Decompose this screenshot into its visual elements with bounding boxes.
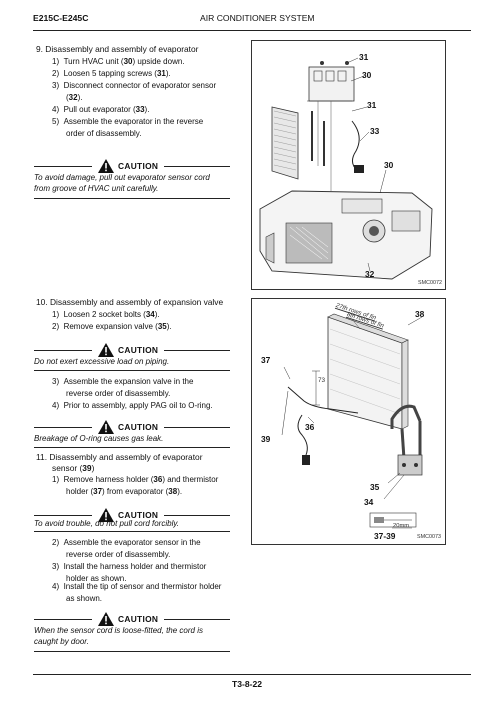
step11-sub2-cont: reverse order of disassembly. bbox=[66, 550, 171, 559]
step9-sub1: 1) Turn HVAC unit (30) upside down. bbox=[52, 57, 185, 66]
dimension-73: 73 bbox=[318, 377, 326, 384]
header-model: E215C-E245C bbox=[33, 13, 89, 23]
step10-caution1-header: CAUTION bbox=[34, 343, 230, 357]
callout-36: 36 bbox=[305, 422, 315, 432]
step9-sub3: 3) Disconnect connector of evaporator se… bbox=[52, 81, 217, 90]
callout-33: 33 bbox=[370, 126, 380, 136]
warning-icon bbox=[98, 612, 114, 626]
caution-label: CAUTION bbox=[118, 161, 159, 171]
callout-37: 37 bbox=[261, 355, 271, 365]
step10-caution2-header: CAUTION bbox=[34, 420, 230, 434]
step10-caution1-rule bbox=[34, 370, 230, 371]
caution-label: CAUTION bbox=[118, 614, 159, 624]
figure1-code: SMC0072 bbox=[418, 280, 442, 286]
step11-caution1-text: To avoid trouble, do not pull cord forci… bbox=[34, 519, 179, 528]
step10-sub3-cont: reverse order of disassembly. bbox=[66, 389, 171, 398]
step11-caution1-header: CAUTION bbox=[34, 508, 230, 522]
step9-sub3-cont: (32). bbox=[66, 93, 83, 102]
footer-rule bbox=[33, 674, 471, 675]
step11-title-cont: sensor (39) bbox=[52, 463, 95, 473]
step9-title: 9. Disassembly and assembly of evaporato… bbox=[36, 44, 199, 54]
step9-sub4: 4) Pull out evaporator (33). bbox=[52, 105, 150, 114]
step11-sub3-cont: holder as shown. bbox=[66, 574, 127, 583]
caution-label: CAUTION bbox=[118, 422, 159, 432]
step11-sub2: 2) Assemble the evaporator sensor in the bbox=[52, 538, 201, 547]
figure-expansion-valve-sensor: 27th rows of fin 8th rows of fin 73 20mm… bbox=[251, 298, 446, 545]
step10-caution2-text: Breakage of O-ring causes gas leak. bbox=[34, 434, 164, 443]
step11-sub1: 1) Remove harness holder (36) and thermi… bbox=[52, 475, 219, 484]
callout-37-39: 37-39 bbox=[374, 531, 396, 541]
callout-32: 32 bbox=[365, 269, 375, 279]
step10-sub2: 2) Remove expansion valve (35). bbox=[52, 322, 172, 331]
step10-sub1: 1) Loosen 2 socket bolts (34). bbox=[52, 310, 160, 319]
step10-title: 10. Disassembly and assembly of expansio… bbox=[36, 297, 224, 307]
warning-icon bbox=[98, 508, 114, 522]
warning-icon bbox=[98, 159, 114, 173]
step10-sub4: 4) Prior to assembly, apply PAG oil to O… bbox=[52, 401, 213, 410]
step9-caution-text-2: from groove of HVAC unit carefully. bbox=[34, 184, 159, 193]
step9-caution-header: CAUTION bbox=[34, 159, 230, 173]
step9-caution-text-1: To avoid damage, pull out evaporator sen… bbox=[34, 173, 210, 182]
header-section-title: AIR CONDITIONER SYSTEM bbox=[200, 13, 315, 23]
callout-38: 38 bbox=[415, 309, 425, 319]
step11-caution1-rule bbox=[34, 531, 230, 532]
sensor-illustration bbox=[281, 313, 423, 529]
step10-sub3: 3) Assemble the expansion valve in the bbox=[52, 377, 194, 386]
step10-caution1-text: Do not exert excessive load on piping. bbox=[34, 357, 170, 366]
callout-35: 35 bbox=[370, 482, 380, 492]
callout-31-mid: 31 bbox=[367, 100, 377, 110]
evaporator-illustration bbox=[259, 57, 433, 280]
header-rule bbox=[33, 30, 471, 31]
step11-caution2-text-1: When the sensor cord is loose-fitted, th… bbox=[34, 626, 203, 635]
caution-label: CAUTION bbox=[118, 345, 159, 355]
figure-evaporator: 31 30 31 33 30 32 SMC0072 bbox=[251, 40, 446, 290]
figure2-code: SMC0073 bbox=[417, 534, 441, 540]
warning-icon bbox=[98, 420, 114, 434]
step9-sub2: 2) Loosen 5 tapping screws (31). bbox=[52, 69, 171, 78]
step9-sub5: 5) Assemble the evaporator in the revers… bbox=[52, 117, 204, 126]
step11-caution2-header: CAUTION bbox=[34, 612, 230, 626]
step11-sub3: 3) Install the harness holder and thermi… bbox=[52, 562, 207, 571]
step11-sub4: 4) Install the tip of sensor and thermis… bbox=[52, 582, 222, 591]
step10-caution2-rule bbox=[34, 447, 230, 448]
step11-caution2-rule bbox=[34, 651, 230, 652]
step9-sub5-cont: order of disassembly. bbox=[66, 129, 142, 138]
step11-title: 11. Disassembly and assembly of evaporat… bbox=[36, 452, 203, 462]
caution-label: CAUTION bbox=[118, 510, 159, 520]
step11-sub1-cont: holder (37) from evaporator (38). bbox=[66, 487, 183, 496]
callout-39: 39 bbox=[261, 434, 271, 444]
page-number: T3-8-22 bbox=[232, 679, 263, 689]
callout-34: 34 bbox=[364, 497, 374, 507]
step11-caution2-text-2: caught by door. bbox=[34, 637, 89, 646]
callout-31-top: 31 bbox=[359, 52, 369, 62]
warning-icon bbox=[98, 343, 114, 357]
dimension-20mm: 20mm bbox=[393, 523, 410, 529]
callout-30-top: 30 bbox=[362, 70, 372, 80]
step9-caution-rule bbox=[34, 198, 230, 199]
callout-30-bottom: 30 bbox=[384, 160, 394, 170]
step11-sub4-cont: as shown. bbox=[66, 594, 103, 603]
